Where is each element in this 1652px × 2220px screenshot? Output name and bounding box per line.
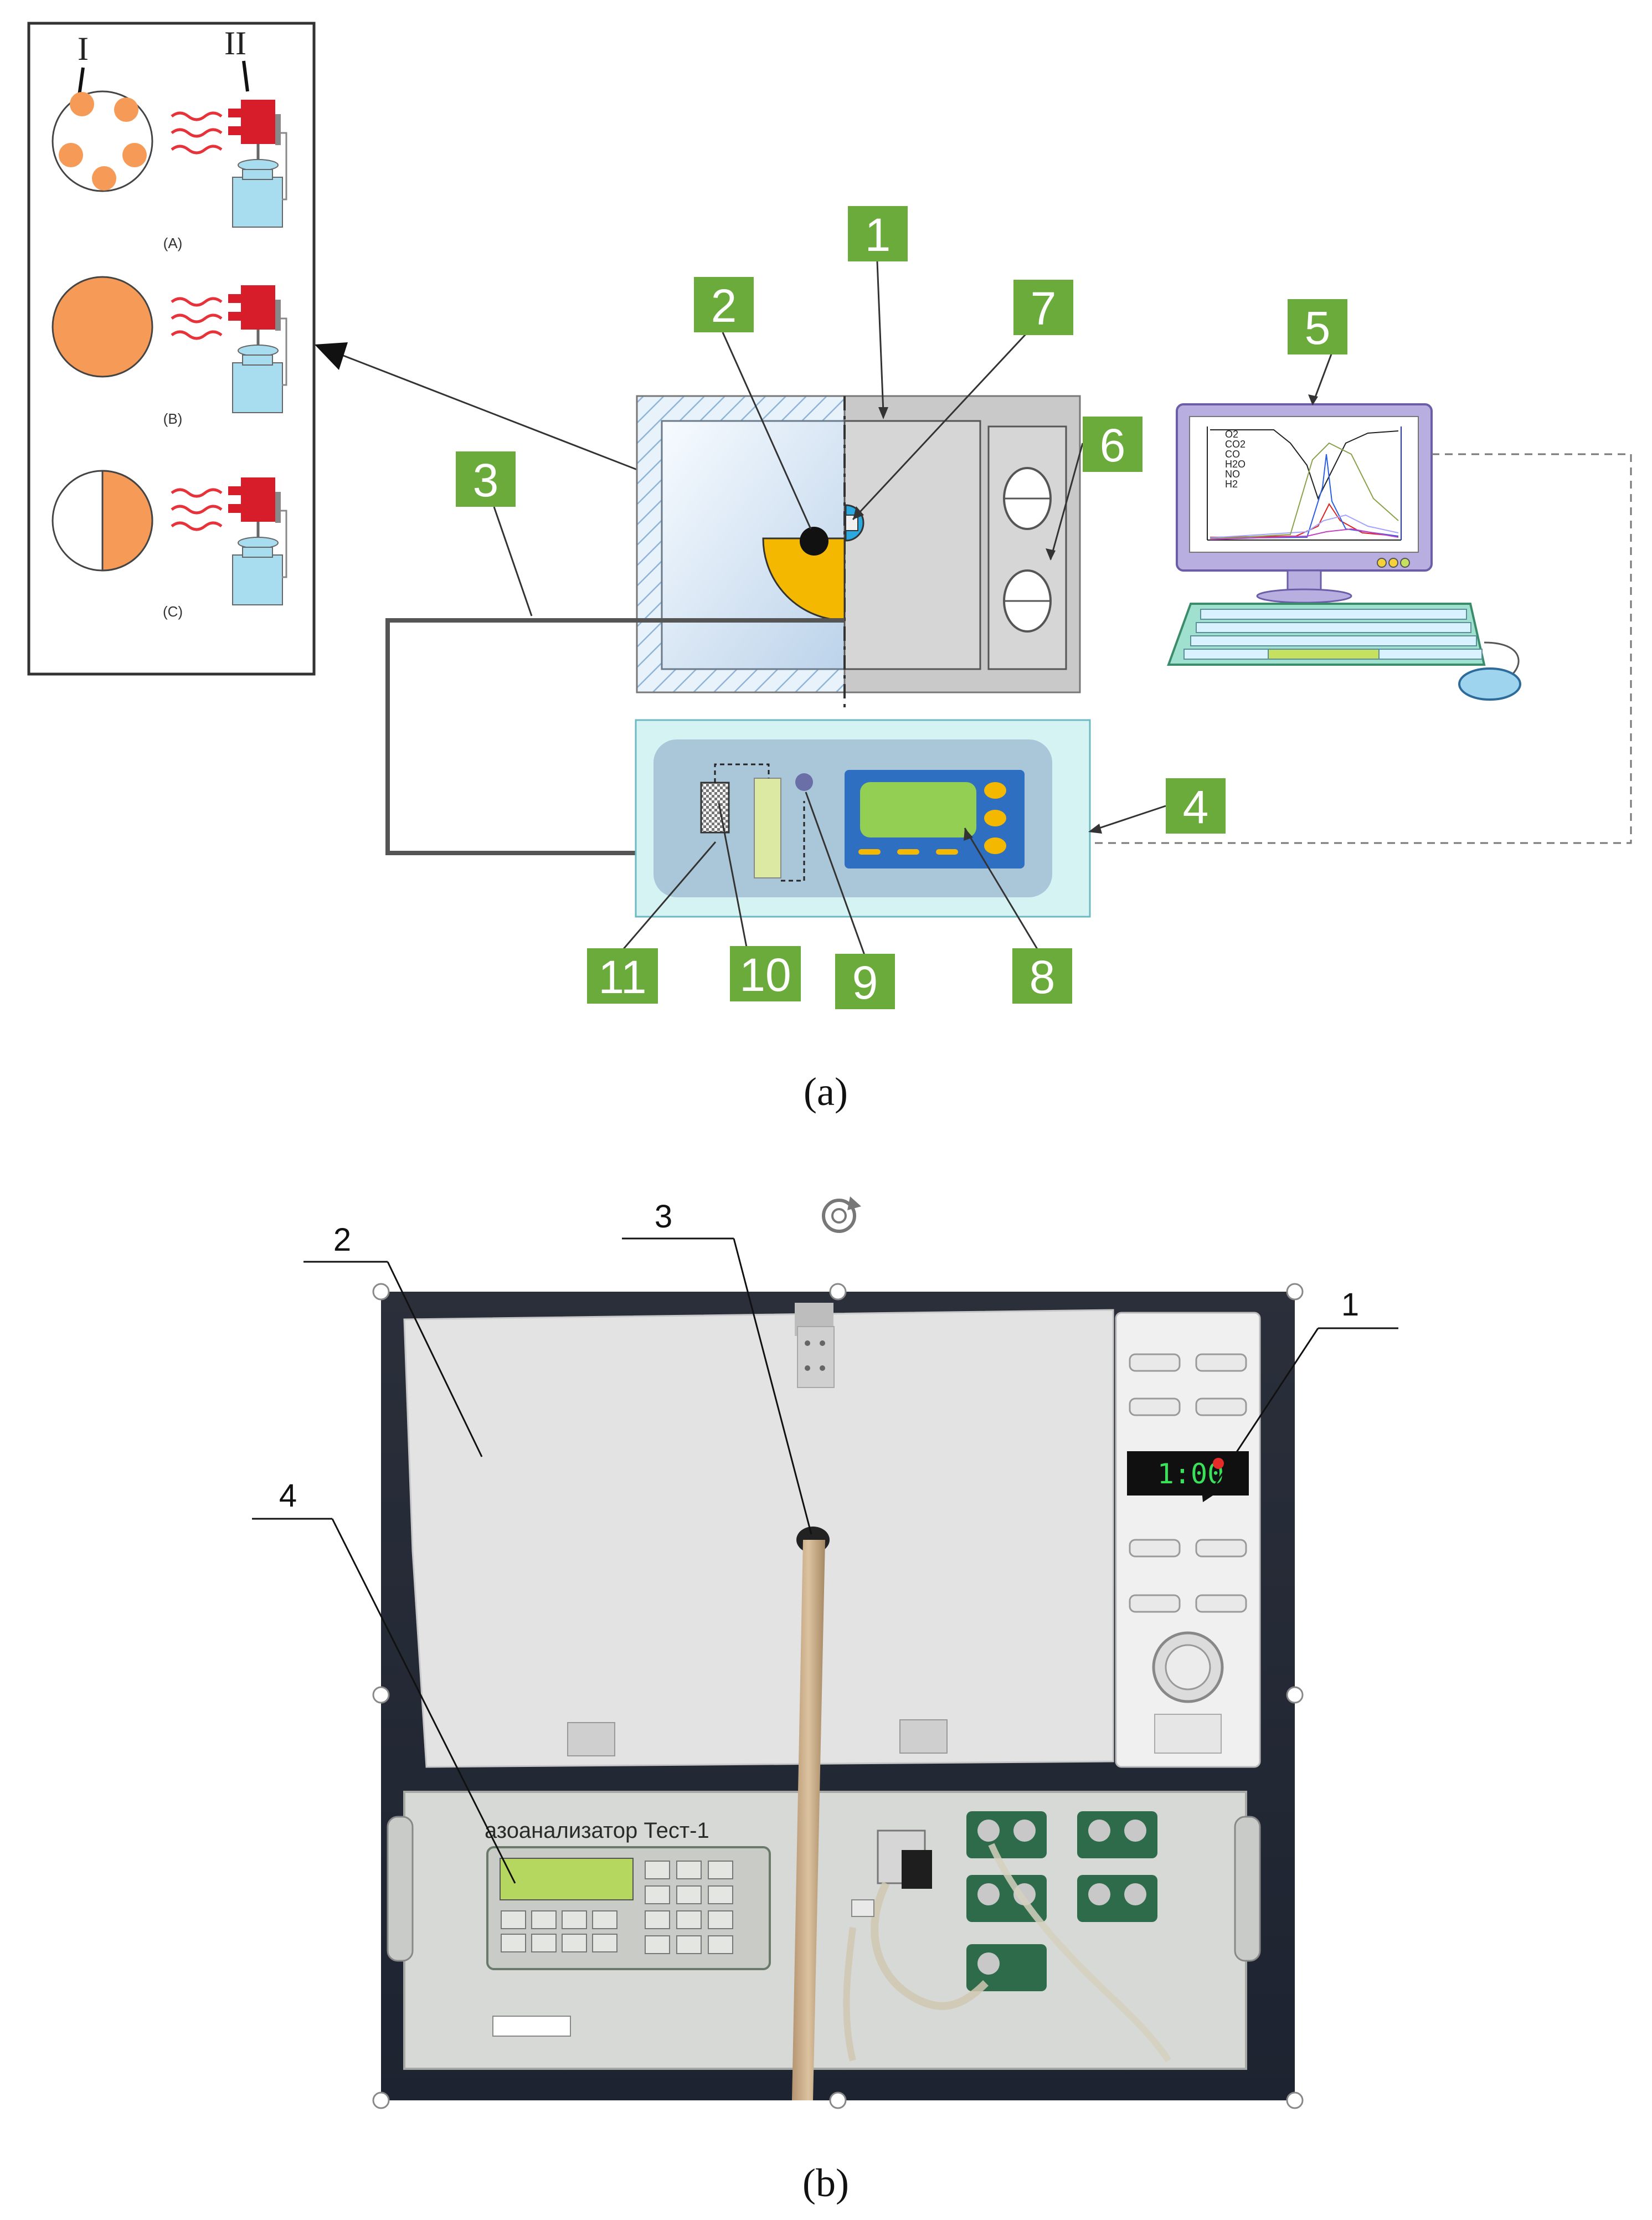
svg-text:5: 5 <box>1305 302 1331 354</box>
callout-b-4: 4 <box>279 1478 297 1514</box>
callout-b-3: 3 <box>655 1199 672 1235</box>
callout-b-1: 1 <box>1341 1287 1359 1323</box>
svg-text:4: 4 <box>1183 781 1209 833</box>
gas-analyzer <box>635 719 1091 918</box>
legend-h2: H2 <box>1225 479 1238 490</box>
rotate-handle-icon <box>822 1196 861 1233</box>
caption-a: (a) <box>804 1070 848 1114</box>
label-1: 1 <box>848 206 908 261</box>
magnetron-icon <box>171 477 287 605</box>
marker-II-label: II <box>224 25 246 61</box>
selection-handles <box>372 1283 1304 2109</box>
legend-h2o: H2O <box>1225 459 1246 470</box>
data-link-dashed <box>1090 453 1632 844</box>
legend-no: NO <box>1225 469 1240 480</box>
control-buttons <box>1129 1353 1247 1613</box>
magnetron-icon <box>171 100 287 228</box>
keypad <box>501 1861 733 1954</box>
svg-text:2: 2 <box>711 280 737 332</box>
variant-a-ring-samples <box>52 90 153 192</box>
variant-a-label: (A) <box>163 235 183 251</box>
variant-b-full-sample <box>52 276 153 378</box>
legend-o2: O2 <box>1225 429 1238 440</box>
gas-analyzer-photo: азоанализатор Тест-1 <box>387 1791 1261 2070</box>
label-5: 5 <box>1288 299 1347 354</box>
svg-text:3: 3 <box>473 454 499 506</box>
caption-b: (b) <box>802 2161 849 2205</box>
panel-a-diagram: I II <box>27 22 1632 1114</box>
variant-b-label: (B) <box>163 410 183 427</box>
marker-I-label: I <box>78 30 89 67</box>
label-6: 6 <box>1083 417 1142 472</box>
monitor-plot: O2 CO2 CO H2O NO H2 <box>1207 426 1402 541</box>
svg-text:9: 9 <box>852 957 878 1009</box>
label-10: 10 <box>730 946 801 1001</box>
svg-text:7: 7 <box>1031 282 1057 335</box>
label-4: 4 <box>1166 778 1226 834</box>
label-8: 8 <box>1012 948 1072 1004</box>
callout-b-2: 2 <box>333 1222 351 1258</box>
computer-workstation: O2 CO2 CO H2O NO H2 <box>1167 403 1521 701</box>
pump-valve <box>843 1830 1171 2063</box>
svg-text:6: 6 <box>1100 419 1126 471</box>
gas-ports <box>966 1811 1157 1991</box>
legend-co2: CO2 <box>1225 439 1246 450</box>
sampling-tube-photo <box>792 1527 830 2100</box>
callout-arrowheads <box>853 394 1318 841</box>
svg-text:1: 1 <box>865 209 891 261</box>
variant-c-label: (C) <box>163 603 183 620</box>
label-3: 3 <box>456 451 516 507</box>
analyzer-nameplate: азоанализатор Тест-1 <box>485 1818 709 1843</box>
svg-text:8: 8 <box>1030 951 1056 1003</box>
sample-layout-inset: I II <box>27 22 316 676</box>
legend-co: CO <box>1225 449 1240 460</box>
svg-text:11: 11 <box>598 951 646 1003</box>
label-7: 7 <box>1013 280 1073 335</box>
variant-c-half-sample <box>52 470 153 572</box>
label-9: 9 <box>835 954 895 1009</box>
panel-b-callouts <box>252 1237 1398 1884</box>
panel-b-photo: 1:00 азоанализатор Тест-1 <box>372 1196 1304 2109</box>
microwave-oven <box>636 395 1081 709</box>
microwave-photo: 1:00 <box>403 1303 1261 1768</box>
label-11: 11 <box>587 948 658 1004</box>
magnetron-icon <box>171 285 287 413</box>
svg-text:10: 10 <box>739 949 791 1001</box>
callout-leaders <box>493 261 1339 962</box>
label-2: 2 <box>694 277 754 332</box>
